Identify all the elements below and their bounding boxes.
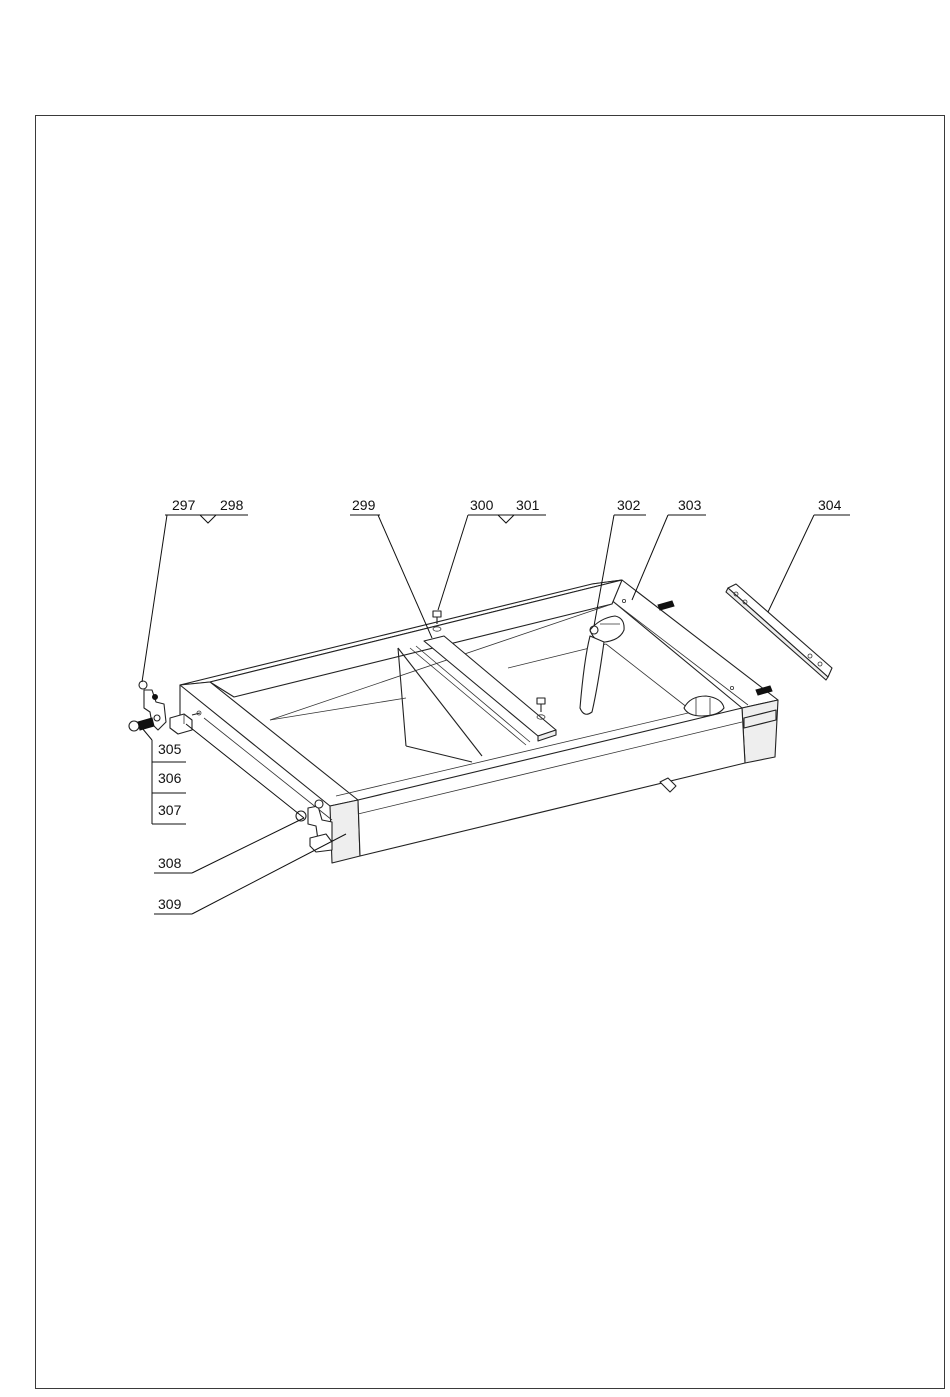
- label-301: 301: [516, 497, 540, 513]
- label-303: 303: [678, 497, 702, 513]
- label-297: 297: [172, 497, 196, 513]
- label-302: 302: [617, 497, 641, 513]
- label-307: 307: [158, 802, 182, 818]
- slide-plate: [410, 627, 556, 745]
- front-rail: [336, 705, 776, 856]
- knob-screw-left: [129, 718, 154, 731]
- label-308: 308: [158, 855, 182, 871]
- label-298: 298: [220, 497, 244, 513]
- label-305: 305: [158, 741, 182, 757]
- label-306: 306: [158, 770, 182, 786]
- label-300: 300: [470, 497, 494, 513]
- screw-300-b: [537, 698, 545, 712]
- threaded-stud-top: [658, 601, 674, 610]
- frame-assembly: [180, 580, 778, 863]
- roller: [684, 696, 724, 716]
- label-309: 309: [158, 896, 182, 912]
- flat-bar: [726, 584, 832, 680]
- left-end-tube: [180, 682, 360, 863]
- label-299: 299: [352, 497, 376, 513]
- label-304: 304: [818, 497, 842, 513]
- clamp-lever: [580, 616, 624, 714]
- block-left: [170, 711, 201, 734]
